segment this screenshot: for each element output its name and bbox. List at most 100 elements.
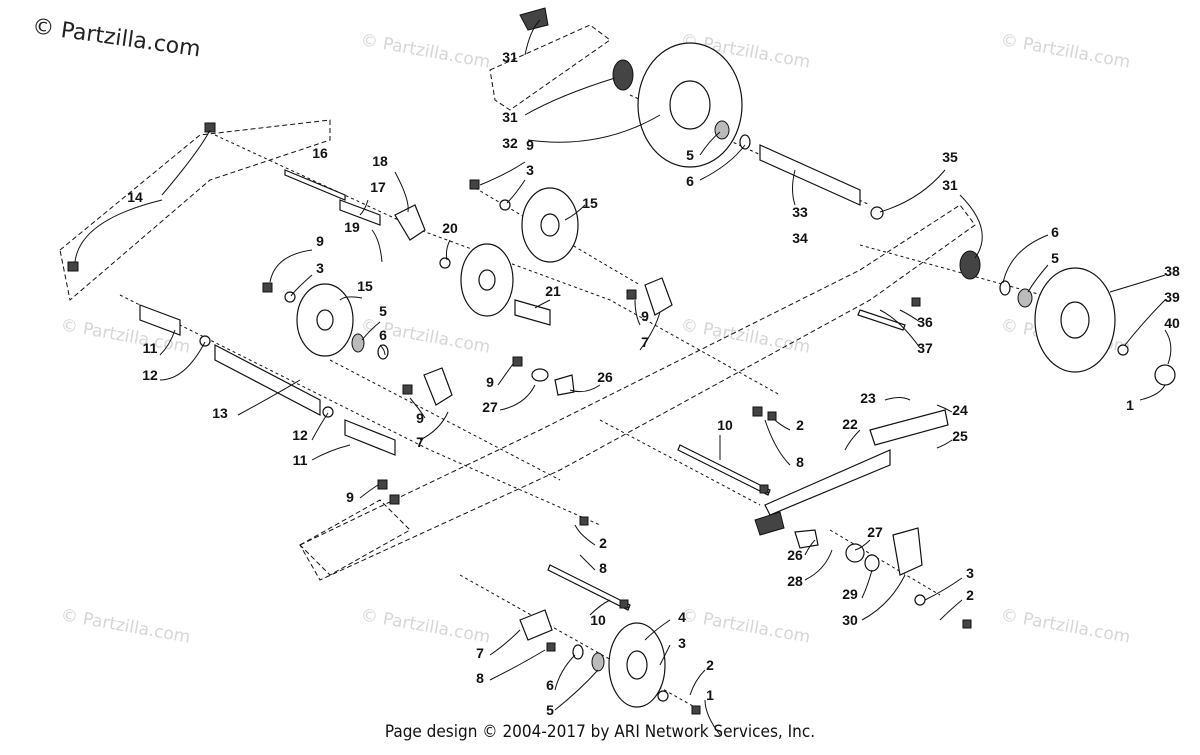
callout-number-1[interactable]: 1 [1126,397,1134,413]
callout-number-39[interactable]: 39 [1164,289,1180,305]
callout-number-7[interactable]: 7 [476,645,484,661]
callout-number-33[interactable]: 33 [792,204,808,220]
callout-number-8[interactable]: 8 [476,670,484,686]
callout-number-19[interactable]: 19 [344,219,360,235]
callout-number-24[interactable]: 24 [952,402,968,418]
callout-number-9[interactable]: 9 [416,410,424,426]
callout-number-36[interactable]: 36 [917,314,933,330]
callout-number-9[interactable]: 9 [486,374,494,390]
callout-number-26[interactable]: 26 [597,369,613,385]
callout-number-14[interactable]: 14 [127,189,143,205]
leader-line [589,599,611,616]
callout-number-18[interactable]: 18 [372,153,388,169]
callout-number-16[interactable]: 16 [312,145,328,161]
callout-number-1[interactable]: 1 [706,687,714,703]
callout-number-7[interactable]: 7 [641,334,649,350]
leader-line [1139,384,1166,401]
leader-line [884,397,911,401]
callout-number-30[interactable]: 30 [842,612,858,628]
callout-number-28[interactable]: 28 [787,573,803,589]
leader-line [527,114,661,143]
callout-number-27[interactable]: 27 [867,524,883,540]
leader-line [644,619,671,641]
leader-line [524,77,616,116]
callout-number-15[interactable]: 15 [357,278,373,294]
callout-number-9[interactable]: 9 [641,308,649,324]
callout-number-37[interactable]: 37 [917,340,933,356]
callout-number-2[interactable]: 2 [796,417,804,433]
leader-line [774,419,791,431]
callout-number-22[interactable]: 22 [842,416,858,432]
callout-number-26[interactable]: 26 [787,547,803,563]
callout-number-31[interactable]: 31 [502,109,518,125]
watermark-text: © Partzilla.com [999,30,1132,72]
callout-number-23[interactable]: 23 [860,390,876,406]
callout-number-7[interactable]: 7 [416,434,424,450]
callout-number-32[interactable]: 32 [502,135,518,151]
callout-number-4[interactable]: 4 [678,609,686,625]
callout-number-6[interactable]: 6 [1051,224,1059,240]
callout-number-10[interactable]: 10 [717,417,733,433]
leader-line [371,229,383,263]
callout-number-8[interactable]: 8 [796,454,804,470]
callout-number-6[interactable]: 6 [546,677,554,693]
callout-number-21[interactable]: 21 [545,283,561,299]
watermark-text: © Partzilla.com [359,30,492,72]
callout-number-34[interactable]: 34 [792,230,808,246]
callout-number-5[interactable]: 5 [1051,250,1059,266]
callout-number-15[interactable]: 15 [582,195,598,211]
leader-line [159,341,206,381]
callout-number-2[interactable]: 2 [706,657,714,673]
callout-number-6[interactable]: 6 [686,173,694,189]
callout-number-31[interactable]: 31 [942,177,958,193]
callout-number-31[interactable]: 31 [502,49,518,65]
callout-number-35[interactable]: 35 [942,149,958,165]
callout-number-8[interactable]: 8 [599,560,607,576]
callout-number-12[interactable]: 12 [292,427,308,443]
leader-line [939,599,963,621]
leader-line [879,169,946,213]
leader-line [699,144,746,181]
callout-number-3[interactable]: 3 [966,565,974,581]
leader-line [574,524,596,546]
callout-number-9[interactable]: 9 [346,489,354,505]
callout-number-12[interactable]: 12 [142,367,158,383]
callout-number-25[interactable]: 25 [952,428,968,444]
leader-line [479,161,526,186]
callout-number-11[interactable]: 11 [293,452,308,468]
callout-number-17[interactable]: 17 [370,179,386,195]
callout-number-27[interactable]: 27 [482,399,498,415]
callout-number-10[interactable]: 10 [590,612,606,628]
callout-number-20[interactable]: 20 [442,220,458,236]
callout-number-3[interactable]: 3 [316,260,324,276]
callout-number-6[interactable]: 6 [379,327,387,343]
callout-number-9[interactable]: 9 [316,233,324,249]
callout-number-5[interactable]: 5 [379,303,387,319]
callout-number-9[interactable]: 9 [526,137,534,153]
watermark-text: © Partzilla.com [679,315,812,357]
callout-number-38[interactable]: 38 [1164,263,1180,279]
leader-line [359,199,369,216]
callout-number-2[interactable]: 2 [599,535,607,551]
callout-number-5[interactable]: 5 [546,702,554,718]
callout-number-40[interactable]: 40 [1164,315,1180,331]
leader-line [844,429,861,451]
callout-number-3[interactable]: 3 [678,635,686,651]
callout-number-2[interactable]: 2 [966,587,974,603]
callout-number-13[interactable]: 13 [212,405,228,421]
callout-number-29[interactable]: 29 [842,586,858,602]
leader-line [569,384,601,393]
leader-line [1124,299,1166,346]
leader-line [269,249,313,283]
callout-number-5[interactable]: 5 [686,147,694,163]
leader-line [699,131,721,156]
callout-number-3[interactable]: 3 [526,162,534,178]
leader-line [499,384,536,411]
callout-number-11[interactable]: 11 [143,340,158,356]
leader-line [534,299,551,309]
leader-line [579,554,596,571]
leader-line [764,419,791,466]
leader-line [159,329,176,356]
